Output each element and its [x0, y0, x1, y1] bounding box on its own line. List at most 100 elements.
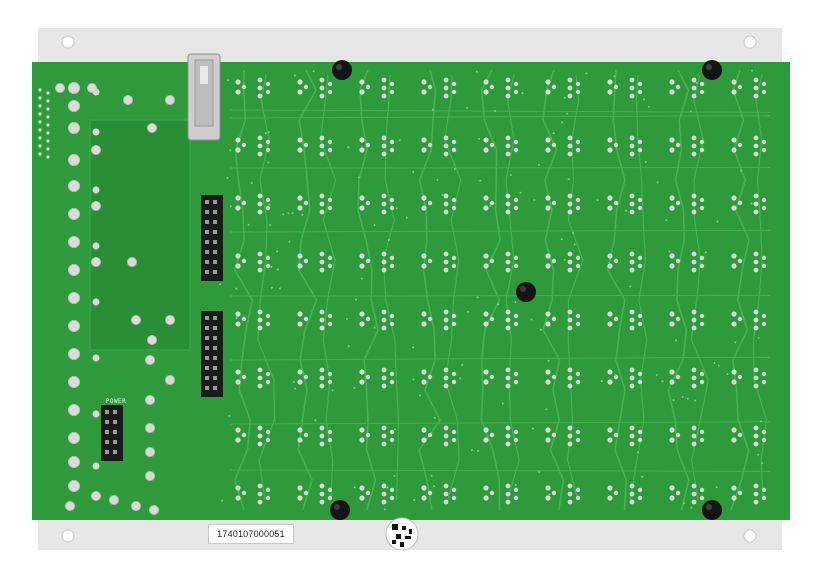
- solder-pad: [389, 495, 395, 501]
- header-pin: [205, 336, 209, 340]
- solder-pad: [359, 89, 365, 95]
- component-footprint: [669, 135, 705, 157]
- component-footprint: [607, 309, 643, 331]
- solder-pad: [319, 483, 325, 489]
- solder-pad: [691, 201, 697, 207]
- solder-pad: [545, 205, 551, 211]
- header-pin: [205, 386, 209, 390]
- solder-pad: [443, 267, 449, 273]
- solder-pad: [421, 263, 427, 269]
- via: [539, 328, 542, 331]
- via: [641, 475, 644, 478]
- solder-pad: [257, 135, 263, 141]
- via: [560, 238, 563, 241]
- solder-pad: [691, 143, 697, 149]
- via: [716, 220, 719, 223]
- via: [412, 378, 415, 381]
- solder-pad: [427, 316, 433, 322]
- solder-pad: [669, 311, 675, 317]
- component-footprint: [359, 135, 395, 157]
- solder-pad: [629, 151, 635, 157]
- solder-pad: [629, 499, 635, 505]
- component-footprint: [235, 193, 271, 215]
- component-footprint: [545, 483, 581, 505]
- component-footprint: [545, 309, 581, 331]
- solder-pad: [359, 495, 365, 501]
- solder-pad: [319, 77, 325, 83]
- solder-pad: [319, 325, 325, 331]
- header-pin: [213, 316, 217, 320]
- via: [247, 223, 250, 226]
- solder-pad: [513, 263, 519, 269]
- component-footprint: [297, 483, 333, 505]
- solder-pad: [567, 267, 573, 273]
- header-pin: [105, 450, 109, 454]
- solder-pad: [691, 77, 697, 83]
- solder-pad: [235, 311, 241, 317]
- solder-pad: [575, 495, 581, 501]
- solder-pad: [505, 267, 511, 273]
- solder-pad: [359, 485, 365, 491]
- component-footprint: [669, 483, 705, 505]
- solder-pad: [691, 499, 697, 505]
- component-footprint: [669, 367, 705, 389]
- solder-pad: [303, 258, 309, 264]
- component-footprint: [607, 425, 643, 447]
- trace: [629, 74, 648, 501]
- solder-pad: [505, 375, 511, 381]
- solder-pad: [451, 139, 457, 145]
- screw-highlight: [336, 64, 342, 70]
- solder-pad: [365, 258, 371, 264]
- solder-pad: [443, 93, 449, 99]
- solder-pad: [235, 89, 241, 95]
- solder-pad: [753, 267, 759, 273]
- solder-pad: [319, 499, 325, 505]
- solder-pad: [753, 85, 759, 91]
- component-footprint: [421, 483, 457, 505]
- solder-pad: [421, 321, 427, 327]
- solder-pad: [489, 200, 495, 206]
- solder-pad: [443, 209, 449, 215]
- via: [466, 106, 469, 109]
- solder-pad: [607, 427, 613, 433]
- solder-pad: [421, 79, 427, 85]
- solder-pad: [389, 89, 395, 95]
- solder-pad: [319, 85, 325, 91]
- solder-pad: [319, 267, 325, 273]
- component-footprint: [297, 367, 333, 389]
- solder-pad: [513, 89, 519, 95]
- solder-pad: [753, 375, 759, 381]
- solder-pad: [691, 85, 697, 91]
- solder-pad: [257, 441, 263, 447]
- via: [270, 265, 273, 268]
- solder-pad: [235, 253, 241, 259]
- solder-pad: [669, 205, 675, 211]
- solder-pad: [567, 251, 573, 257]
- solder-pad: [551, 200, 557, 206]
- solder-pad: [389, 147, 395, 153]
- solder-pad: [761, 495, 767, 501]
- large-pad: [147, 123, 157, 133]
- solder-pad: [359, 369, 365, 375]
- solder-pad: [637, 371, 643, 377]
- via: [441, 193, 444, 196]
- via: [665, 219, 668, 222]
- solder-pad: [575, 429, 581, 435]
- solder-pad: [327, 197, 333, 203]
- solder-pad: [613, 84, 619, 90]
- component-footprint: [483, 367, 519, 389]
- solder-pad: [265, 139, 271, 145]
- component-footprint: [607, 193, 643, 215]
- via: [430, 474, 433, 477]
- mounting-screw: [332, 60, 352, 80]
- solder-pad: [389, 487, 395, 493]
- solder-pad: [761, 139, 767, 145]
- solder-pad: [551, 374, 557, 380]
- solder-pad: [761, 321, 767, 327]
- solder-pad: [513, 437, 519, 443]
- solder-pad: [669, 79, 675, 85]
- solder-pad: [761, 263, 767, 269]
- via: [614, 374, 617, 377]
- solder-pad: [505, 433, 511, 439]
- screw-head: [332, 60, 352, 80]
